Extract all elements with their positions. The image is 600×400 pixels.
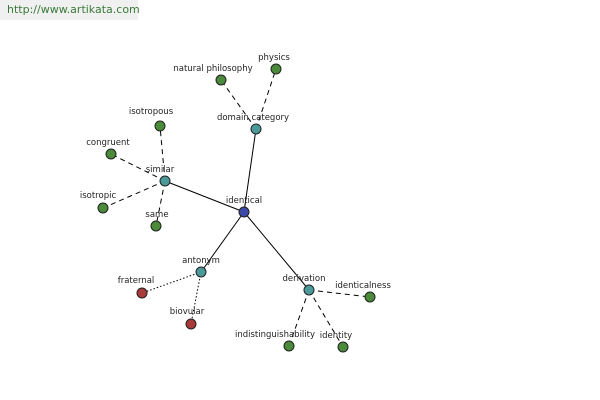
node-congruent-dot[interactable]	[105, 148, 117, 160]
node-indistinguishability-dot[interactable]	[283, 340, 295, 352]
node-natural-philosophy-label[interactable]: natural philosophy	[173, 64, 252, 74]
node-identical-dot[interactable]	[238, 206, 250, 218]
node-fraternal-label[interactable]: fraternal	[118, 276, 155, 286]
node-derivation-label[interactable]: derivation	[282, 274, 325, 284]
node-isotropic-label[interactable]: isotropic	[80, 191, 117, 201]
node-isotropic[interactable]: isotropic	[80, 191, 117, 214]
node-identical[interactable]: identical	[226, 196, 262, 218]
edge-identical-to-derivation	[243, 211, 310, 291]
node-domain-category-label[interactable]: domain category	[217, 113, 289, 123]
node-physics-dot[interactable]	[270, 63, 282, 75]
node-natural-philosophy[interactable]: natural philosophy	[173, 64, 253, 86]
edge-similar-to-isotropic	[102, 180, 166, 209]
node-same-label[interactable]: same	[145, 210, 168, 220]
node-physics[interactable]: physics	[258, 53, 290, 75]
node-fraternal[interactable]: fraternal	[118, 276, 155, 299]
edge-derivation-to-identicalness	[308, 289, 371, 298]
node-antonym[interactable]: antonym	[182, 256, 220, 278]
edge-similar-to-same	[155, 180, 166, 227]
edge-domain-category-to-natural-philosophy	[220, 79, 257, 130]
node-biovular-label[interactable]: biovular	[170, 307, 205, 317]
node-fraternal-dot[interactable]	[136, 287, 148, 299]
node-identity-dot[interactable]	[337, 341, 349, 353]
node-same-dot[interactable]	[150, 220, 162, 232]
edge-similar-to-isotropous	[159, 125, 166, 182]
node-indistinguishability-label[interactable]: indistinguishability	[235, 330, 315, 340]
site-url-watermark[interactable]: http://www.artikata.com	[0, 0, 140, 20]
edge-identical-to-antonym	[200, 211, 245, 273]
node-antonym-dot[interactable]	[195, 266, 207, 278]
node-biovular[interactable]: biovular	[170, 307, 205, 330]
edge-identical-to-similar	[164, 180, 245, 213]
graph-edges	[102, 68, 371, 348]
node-congruent-label[interactable]: congruent	[86, 138, 130, 148]
node-identicalness-dot[interactable]	[364, 291, 376, 303]
edge-derivation-to-indistinguishability	[288, 289, 310, 347]
node-congruent[interactable]: congruent	[86, 138, 130, 160]
node-similar[interactable]: similar	[146, 165, 175, 187]
node-isotropous-dot[interactable]	[154, 120, 166, 132]
node-antonym-label[interactable]: antonym	[182, 256, 220, 266]
node-natural-philosophy-dot[interactable]	[215, 74, 227, 86]
node-similar-label[interactable]: similar	[146, 165, 175, 175]
node-derivation[interactable]: derivation	[282, 274, 326, 296]
node-same[interactable]: same	[145, 210, 169, 232]
node-identity-label[interactable]: identity	[320, 331, 352, 341]
node-isotropous[interactable]: isotropous	[129, 107, 174, 132]
edge-similar-to-congruent	[110, 153, 166, 182]
node-physics-label[interactable]: physics	[258, 53, 290, 63]
node-identicalness-label[interactable]: identicalness	[335, 281, 391, 291]
node-identity[interactable]: identity	[320, 331, 352, 353]
node-isotropous-label[interactable]: isotropous	[129, 107, 174, 117]
node-isotropic-dot[interactable]	[97, 202, 109, 214]
node-similar-dot[interactable]	[159, 175, 171, 187]
edge-domain-category-to-physics	[255, 68, 277, 130]
node-indistinguishability[interactable]: indistinguishability	[235, 330, 315, 352]
edge-identical-to-domain-category	[243, 128, 257, 213]
node-domain-category-dot[interactable]	[250, 123, 262, 135]
edge-derivation-to-identity	[308, 289, 344, 348]
node-identicalness[interactable]: identicalness	[335, 281, 391, 303]
graph-nodes: identical domain category similar antonym de…	[80, 53, 391, 353]
node-biovular-dot[interactable]	[185, 318, 197, 330]
node-derivation-dot[interactable]	[303, 284, 315, 296]
node-identical-label[interactable]: identical	[226, 196, 262, 206]
node-domain-category[interactable]: domain category	[217, 113, 289, 135]
